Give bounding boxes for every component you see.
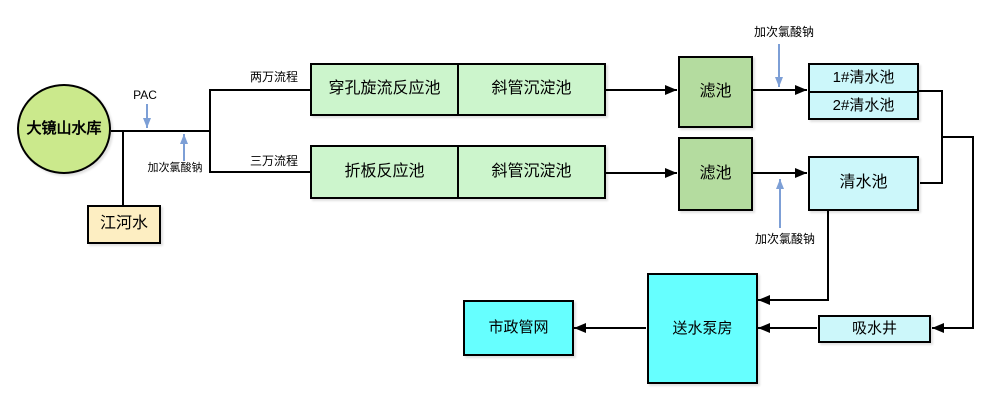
node-sedimentation-tank-top: 斜管沉淀池 [491,80,572,98]
node-reservoir: 大镜山水库 [17,84,111,174]
node-municipal-network: 市政管网 [463,300,574,356]
arrow-riser-to-suction-well [932,136,974,333]
dosing-label-top: 加次氯酸钠 [753,25,814,39]
node-clearwater-tank: 清水池 [808,156,919,211]
node-process-row-bottom: 折板反应池 斜管沉淀池 [310,145,606,199]
dosing-label-left: 加次氯酸钠 [147,162,203,174]
flow-line-20k-label: 两万流程 [249,70,298,84]
node-river-water: 江河水 [87,205,161,244]
node-clearwater-tank-2: 2#清水池 [832,96,895,114]
pac-label: PAC [133,88,157,102]
node-filter-bottom: 滤池 [678,137,753,211]
flow-line-30k-label: 三万流程 [249,154,298,168]
dosing-label-middle: 加次氯酸钠 [754,232,815,246]
node-filter-top: 滤池 [678,56,753,128]
line-clearwater12-to-riser [918,90,943,184]
node-reaction-tank-top: 穿孔旋流反应池 [312,65,459,114]
node-clearwater-tanks-12: 1#清水池 2#清水池 [808,63,919,120]
arrow-clearwater-to-pump [758,211,829,305]
node-sedimentation-tank-bottom: 斜管沉淀池 [491,162,572,180]
node-process-row-top: 穿孔旋流反应池 斜管沉淀池 [310,63,606,116]
node-suction-well: 吸水井 [818,315,931,343]
node-pump-station: 送水泵房 [647,273,758,384]
node-reaction-tank-bottom: 折板反应池 [312,147,459,197]
node-clearwater-tank-1: 1#清水池 [810,65,917,93]
